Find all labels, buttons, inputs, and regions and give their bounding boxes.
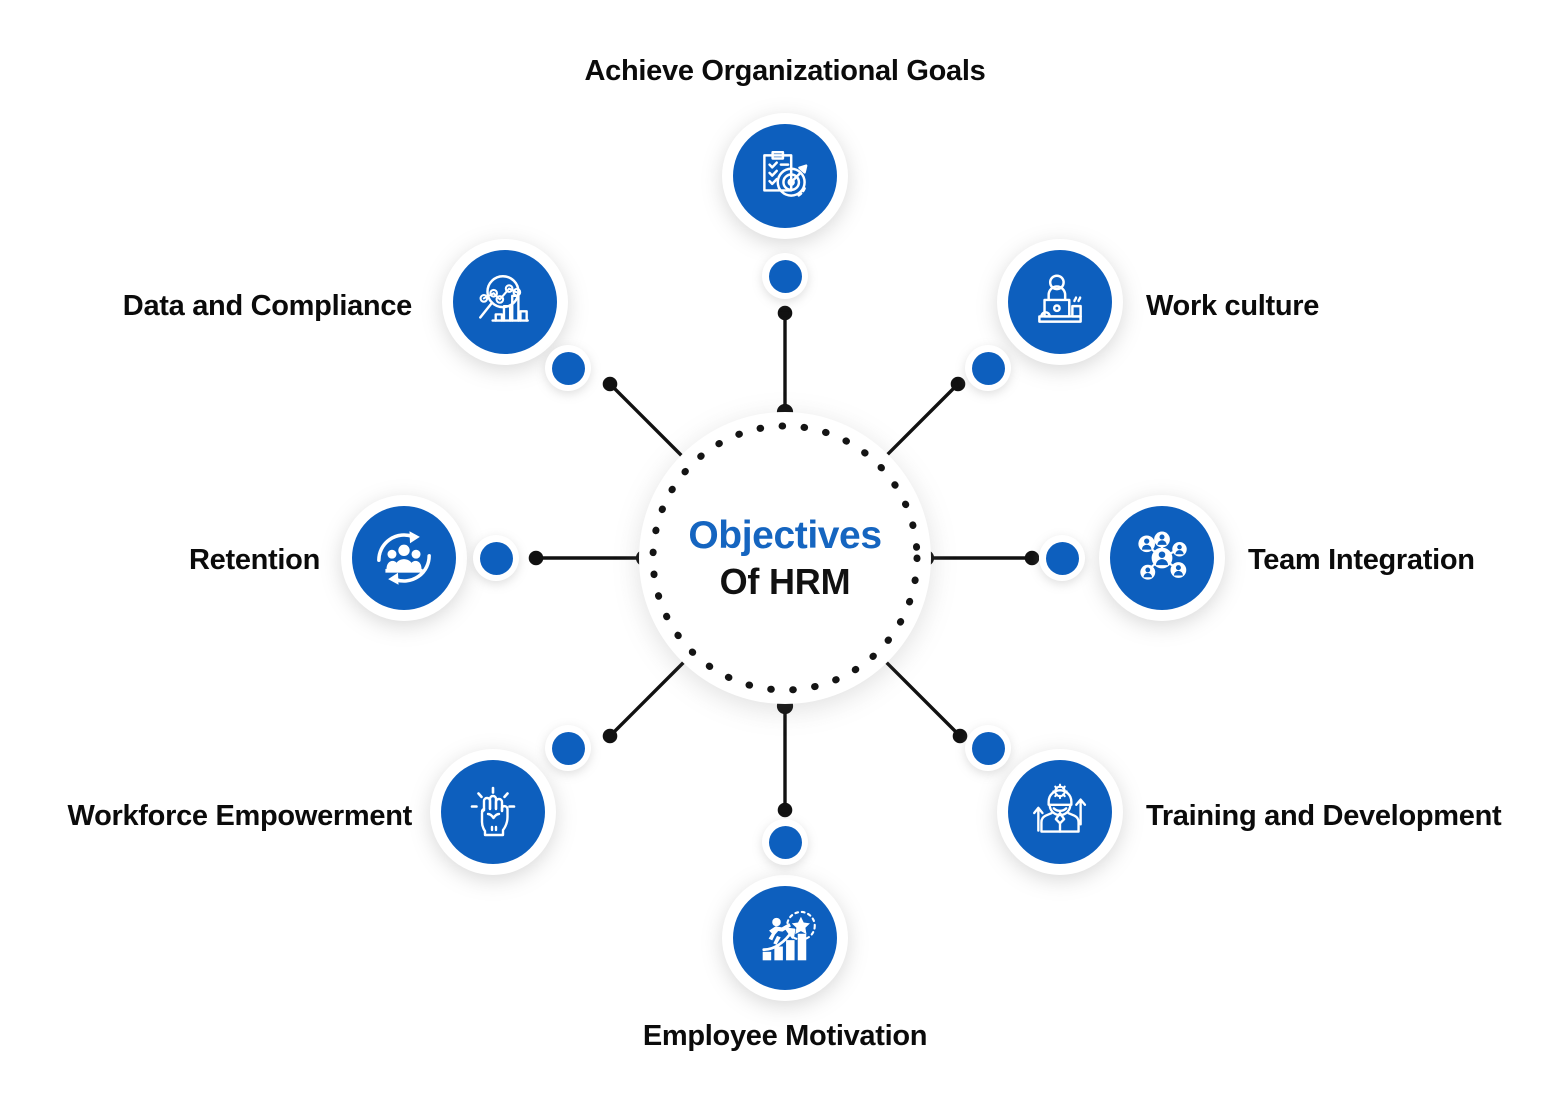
connector-knob — [952, 728, 968, 744]
node-label-retention: Retention — [188, 544, 320, 576]
accent-dot-bottom-right — [965, 725, 1011, 771]
connector-knob — [602, 728, 618, 744]
icon-bubble[interactable] — [997, 749, 1123, 875]
accent-dot-bottom — [762, 819, 808, 865]
accent-dot-top-right — [965, 345, 1011, 391]
accent-dot-bottom-left — [545, 725, 591, 771]
node-label-achieve-organizational-goals: Achieve Organizational Goals — [584, 55, 986, 87]
recycle-people-icon — [352, 506, 456, 610]
people-network-icon — [1110, 506, 1214, 610]
connector-knob — [602, 376, 618, 392]
accent-dot-right — [1039, 535, 1085, 581]
node-label-team-integration: Team Integration — [1248, 544, 1475, 576]
icon-bubble[interactable] — [1099, 495, 1225, 621]
accent-dot-top-left — [545, 345, 591, 391]
node-label-work-culture: Work culture — [1146, 290, 1320, 322]
node-label-employee-motivation: Employee Motivation — [642, 1020, 928, 1052]
connector-knob — [950, 376, 966, 392]
icon-bubble[interactable] — [430, 749, 556, 875]
center-hub: Objectives Of HRM — [639, 412, 931, 704]
center-title-primary: Objectives — [688, 514, 882, 557]
node-label-training-and-development: Training and Development — [1146, 800, 1502, 832]
person-gear-arrows-icon — [1008, 760, 1112, 864]
icon-bubble[interactable] — [722, 875, 848, 1001]
connector-knob — [777, 802, 793, 818]
accent-dot-left — [473, 535, 519, 581]
center-title-secondary: Of HRM — [719, 560, 851, 602]
connector-knob — [528, 550, 544, 566]
accent-dot-top — [762, 253, 808, 299]
node-label-workforce-empowerment: Workforce Empowerment — [67, 800, 413, 832]
dotted-ring — [649, 422, 921, 694]
raised-fist-icon — [441, 760, 545, 864]
icon-bubble[interactable] — [341, 495, 467, 621]
magnifier-analytics-icon — [453, 250, 557, 354]
icon-bubble[interactable] — [997, 239, 1123, 365]
connector-knob — [1024, 550, 1040, 566]
desk-laptop-person-icon — [1008, 250, 1112, 354]
icon-bubble[interactable] — [442, 239, 568, 365]
growth-runner-star-icon — [733, 886, 837, 990]
connector-knob — [777, 305, 793, 321]
icon-bubble[interactable] — [722, 113, 848, 239]
clipboard-target-icon — [733, 124, 837, 228]
node-label-data-and-compliance: Data and Compliance — [122, 290, 413, 322]
